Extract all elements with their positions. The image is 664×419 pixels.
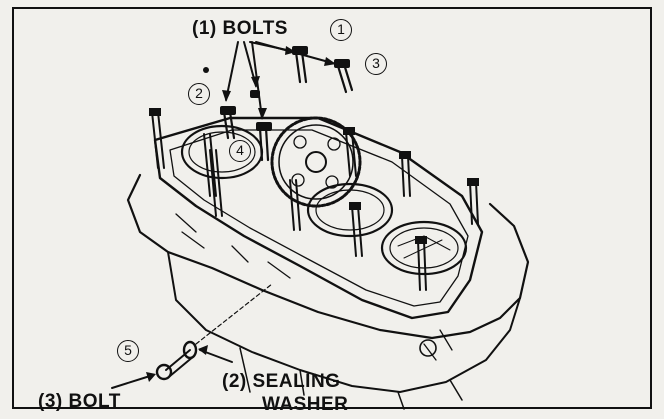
stud-top-7: [349, 202, 361, 210]
arrowhead-e: [258, 108, 267, 120]
sealing-washer: [182, 340, 198, 360]
callout-bolts-1: (1) BOLTS: [192, 18, 288, 39]
oil-passage: [419, 339, 437, 357]
cam-sprocket-rim: [278, 124, 354, 200]
sequence-number-1: 1: [330, 19, 352, 41]
stud-9: [417, 239, 427, 291]
sprocket-hole-d: [291, 173, 305, 187]
bolt-a: [294, 50, 308, 84]
sequence-number-3: 3: [365, 53, 387, 75]
stud-8: [469, 181, 479, 225]
engine-block-outline: [126, 173, 530, 340]
cam-sprocket: [270, 116, 362, 208]
callout-bolt-3: (3) BOLT: [38, 391, 121, 412]
arrowhead-c: [222, 90, 231, 102]
stud-2: [203, 133, 217, 197]
bolt-b: [336, 62, 354, 94]
arrowhead-a: [285, 46, 296, 55]
stud-top-8: [467, 178, 479, 186]
bolt-3-head: [155, 363, 173, 381]
bolts-leader-lines: [225, 41, 337, 119]
arrowhead-bolt-3: [146, 372, 156, 382]
stud-5: [345, 131, 357, 177]
sequence-number-2: 2: [188, 83, 210, 105]
cylinder-bore-3-inner: [389, 227, 459, 269]
cylinder-bore-2: [306, 182, 394, 238]
bolt-head-d: [256, 122, 272, 131]
dowel-pin: [203, 67, 209, 73]
stud-top-9: [415, 236, 427, 244]
stud-7: [351, 205, 363, 257]
callout-sealing-washer-line2: WASHER: [262, 394, 349, 415]
cam-sprocket-hub: [305, 151, 327, 173]
sprocket-hole-b: [327, 137, 341, 151]
arrowhead-b: [324, 57, 336, 66]
sequence-number-5: 5: [117, 340, 139, 362]
bolt-head-b: [334, 59, 350, 68]
stud-top-1: [149, 108, 161, 116]
block-bottom-detail: [239, 347, 463, 410]
stud-top-5: [343, 127, 355, 135]
stud-3: [209, 149, 223, 217]
engine-block-lower: [167, 251, 521, 393]
sequence-number-4: 4: [229, 140, 251, 162]
cylinder-bore-3: [380, 220, 468, 276]
arrowhead-d: [251, 76, 260, 88]
bolt-d: [258, 126, 270, 162]
bolt-group-1: [222, 50, 354, 162]
bolt-3-dashed-path: [195, 283, 273, 345]
sprocket-hole-c: [325, 175, 339, 189]
sprocket-hole-a: [293, 135, 307, 149]
stud-4: [289, 179, 301, 231]
bolt-3-leader: [111, 375, 151, 389]
callout-sealing-washer-line1: (2) SEALING: [222, 371, 341, 392]
bolt-c: [222, 110, 236, 140]
stud-1: [151, 111, 165, 169]
stud-top-6: [399, 151, 411, 159]
block-fin-detail: [175, 213, 453, 361]
bolt-head-e: [250, 90, 260, 98]
stud-6: [401, 155, 411, 197]
arrowhead-washer: [198, 345, 208, 355]
cylinder-bore-1-inner: [188, 131, 256, 173]
figure-frame: [12, 7, 652, 409]
bolt-head-c: [220, 106, 236, 115]
